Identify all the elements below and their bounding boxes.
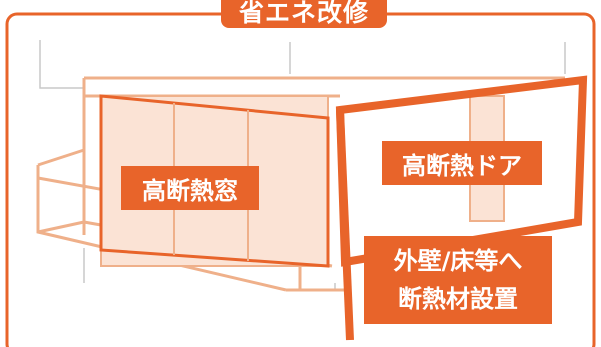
wall-label-line-2: 断熱材設置 (398, 285, 518, 313)
wall-label-line-1: 外壁/床等へ (393, 247, 523, 275)
wall-floor-insulation-label: 外壁/床等へ 断熱材設置 (364, 236, 552, 324)
high-insulation-door-label: 高断熱ドア (382, 141, 542, 185)
front-frame (335, 75, 588, 341)
title-tab: 省エネ改修 (221, 0, 387, 28)
high-insulation-window-label: 高断熱窓 (121, 166, 259, 210)
